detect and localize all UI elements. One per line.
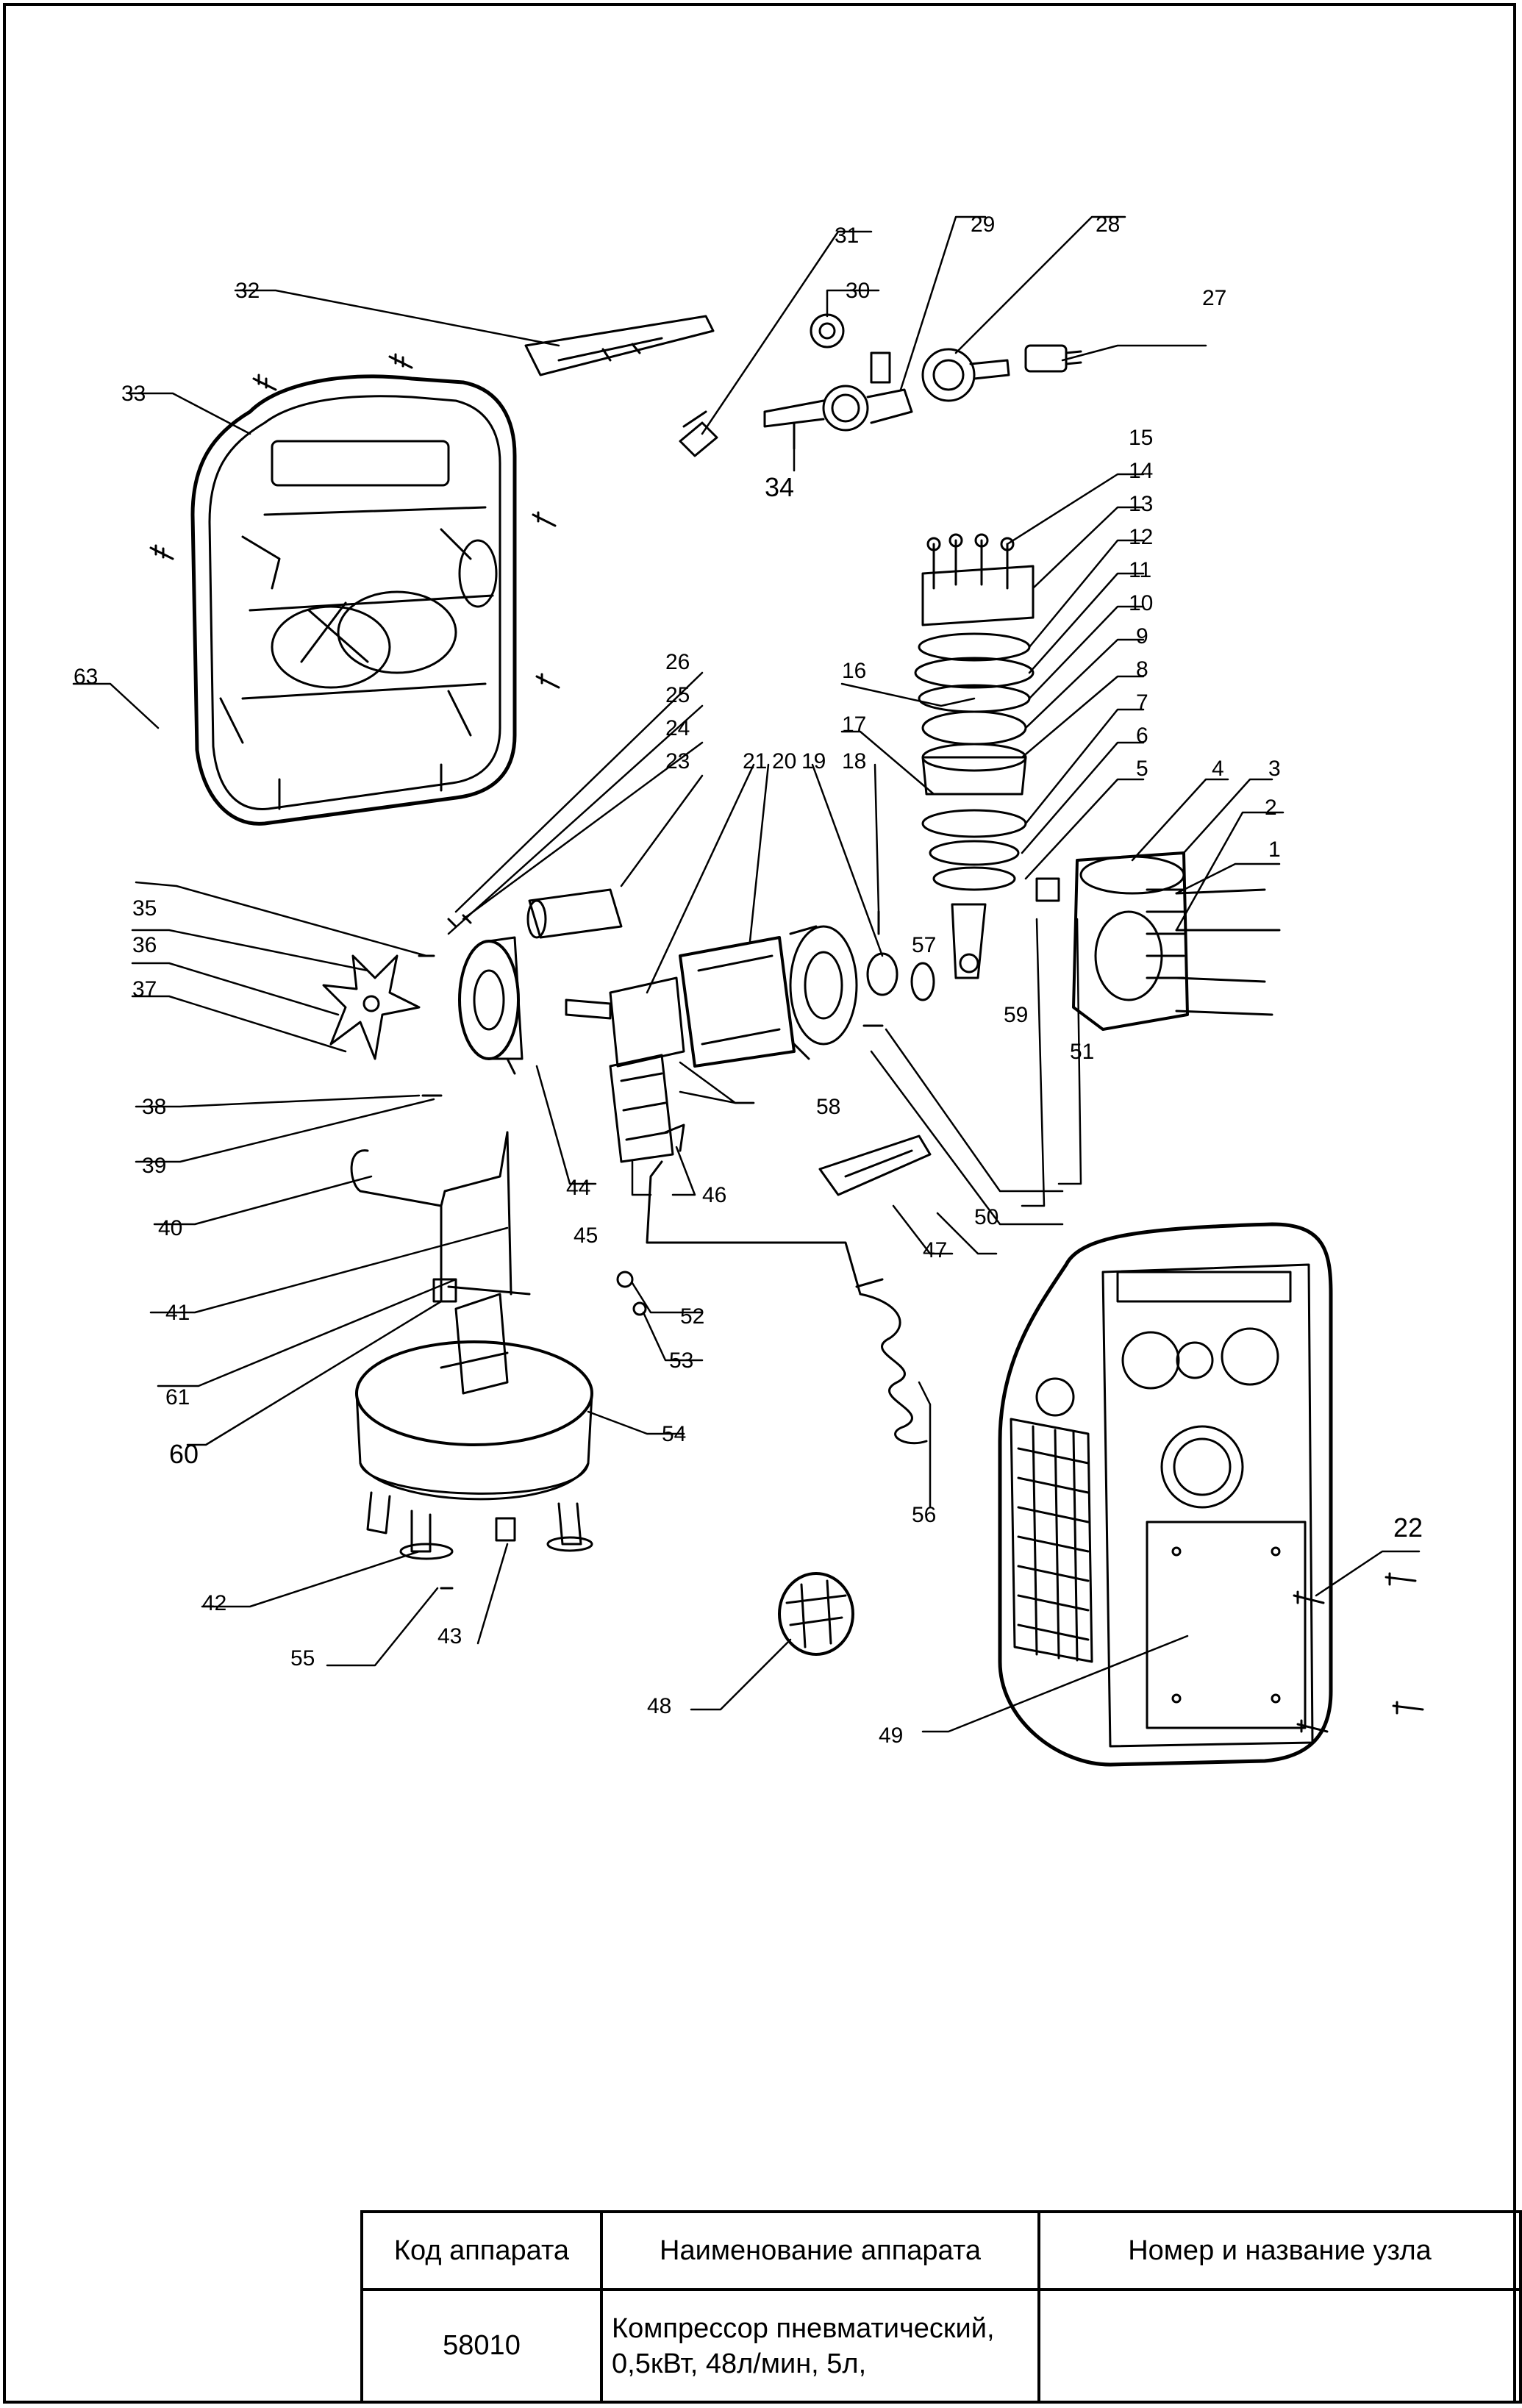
callout-57: 57: [912, 933, 936, 957]
callout-17: 17: [842, 712, 866, 737]
callout-5: 5: [1136, 757, 1148, 781]
callout-44: 44: [566, 1176, 590, 1200]
callout-16: 16: [842, 659, 866, 683]
pressure-manifold: [679, 313, 1082, 457]
assembly-name: [1037, 2288, 1522, 2404]
device-name: Компрессор пневматический, 0,5кВт, 48л/м…: [600, 2288, 1040, 2404]
callout-38: 38: [142, 1095, 166, 1119]
callout-58: 58: [816, 1095, 840, 1119]
callout-20: 20: [772, 749, 796, 774]
callout-32: 32: [235, 279, 260, 303]
callout-26: 26: [665, 650, 690, 674]
leader-lines: [72, 215, 1421, 1733]
callout-10: 10: [1129, 591, 1153, 615]
title-block-table: Код аппарата Наименование аппарата Номер…: [360, 2210, 1522, 2404]
callout-12: 12: [1129, 525, 1153, 549]
callout-35: 35: [132, 896, 157, 921]
fan-shroud: [447, 914, 524, 1075]
device-code: 58010: [360, 2288, 603, 2404]
callout-48: 48: [647, 1694, 671, 1718]
cooling-fan: [322, 954, 443, 1097]
callout-49: 49: [879, 1723, 903, 1748]
callout-25: 25: [665, 683, 690, 707]
device-name-line-2: 0,5кВт, 48л/мин, 5л,: [612, 2348, 867, 2379]
air-tank: [355, 1293, 593, 1590]
capacitor: [526, 888, 623, 939]
header-device-code: Код аппарата: [360, 2210, 603, 2291]
callout-60: 60: [169, 1439, 199, 1469]
callout-31: 31: [835, 224, 859, 248]
front-screws: [1293, 1572, 1424, 1733]
shell-screws: [149, 353, 560, 689]
callout-53: 53: [669, 1348, 693, 1373]
rear-housing-shell: [190, 374, 517, 826]
cylinder-head-stack: [914, 533, 1035, 979]
callout-41: 41: [165, 1301, 190, 1325]
title-block-value-row: 58010 Компрессор пневматический, 0,5кВт,…: [360, 2288, 1522, 2404]
callout-27: 27: [1202, 286, 1226, 310]
front-housing: [998, 1222, 1333, 1767]
callout-50: 50: [974, 1205, 998, 1229]
control-knob: [778, 1572, 854, 1656]
callout-22: 22: [1393, 1512, 1423, 1543]
callout-28: 28: [1096, 212, 1120, 237]
callout-4: 4: [1212, 757, 1224, 781]
callout-1: 1: [1268, 837, 1281, 862]
callout-21: 21: [743, 749, 767, 774]
callout-14: 14: [1129, 459, 1153, 483]
callout-9: 9: [1136, 624, 1148, 649]
callout-52: 52: [680, 1304, 704, 1329]
callout-11: 11: [1129, 558, 1151, 582]
callout-61: 61: [165, 1385, 190, 1410]
callout-54: 54: [662, 1422, 686, 1446]
callout-3: 3: [1268, 757, 1281, 781]
power-cord: [855, 1278, 928, 1445]
device-name-line-1: Компрессор пневматический,: [612, 2312, 995, 2344]
title-block-header-row: Код аппарата Наименование аппарата Номер…: [360, 2210, 1522, 2291]
callout-7: 7: [1136, 690, 1148, 715]
callout-33: 33: [121, 382, 146, 406]
callout-2: 2: [1265, 796, 1277, 820]
callout-39: 39: [142, 1154, 166, 1178]
callout-34: 34: [765, 472, 794, 502]
callout-40: 40: [158, 1216, 182, 1240]
mounting-bracket: [818, 1135, 932, 1196]
electric-motor: [565, 910, 935, 1068]
sheet-border: [3, 3, 1516, 2404]
callout-19: 19: [801, 749, 826, 774]
header-device-name: Наименование аппарата: [600, 2210, 1040, 2291]
callout-59: 59: [1004, 1003, 1028, 1027]
callout-51: 51: [1070, 1040, 1094, 1064]
callout-47: 47: [923, 1238, 947, 1262]
exploded-view-drawing: 1 2 3 4 5 6 7 8 9 10 11 12 13 14 15 16 1…: [72, 212, 1424, 1767]
air-tubing: [350, 1131, 862, 1316]
callout-56: 56: [912, 1503, 936, 1527]
callout-45: 45: [574, 1223, 598, 1248]
crankcase: [1035, 851, 1281, 1031]
callout-36: 36: [132, 933, 157, 957]
callout-63: 63: [74, 665, 98, 689]
callout-46: 46: [702, 1183, 726, 1207]
header-assembly: Номер и название узла: [1037, 2210, 1522, 2291]
callout-23: 23: [665, 749, 690, 774]
callout-15: 15: [1129, 426, 1153, 450]
callout-24: 24: [665, 716, 690, 740]
callout-30: 30: [846, 279, 870, 303]
callout-13: 13: [1129, 492, 1153, 516]
callout-18: 18: [842, 749, 866, 774]
callout-6: 6: [1136, 724, 1148, 748]
callout-labels: 1 2 3 4 5 6 7 8 9 10 11 12 13 14 15 16 1…: [74, 212, 1423, 1748]
callout-42: 42: [202, 1591, 226, 1615]
callout-29: 29: [971, 212, 995, 237]
top-handle-cover: [524, 315, 715, 376]
callout-43: 43: [437, 1624, 462, 1648]
callout-37: 37: [132, 977, 157, 1001]
callout-8: 8: [1136, 657, 1148, 682]
pressure-switch: [609, 1054, 685, 1163]
callout-55: 55: [290, 1646, 315, 1671]
